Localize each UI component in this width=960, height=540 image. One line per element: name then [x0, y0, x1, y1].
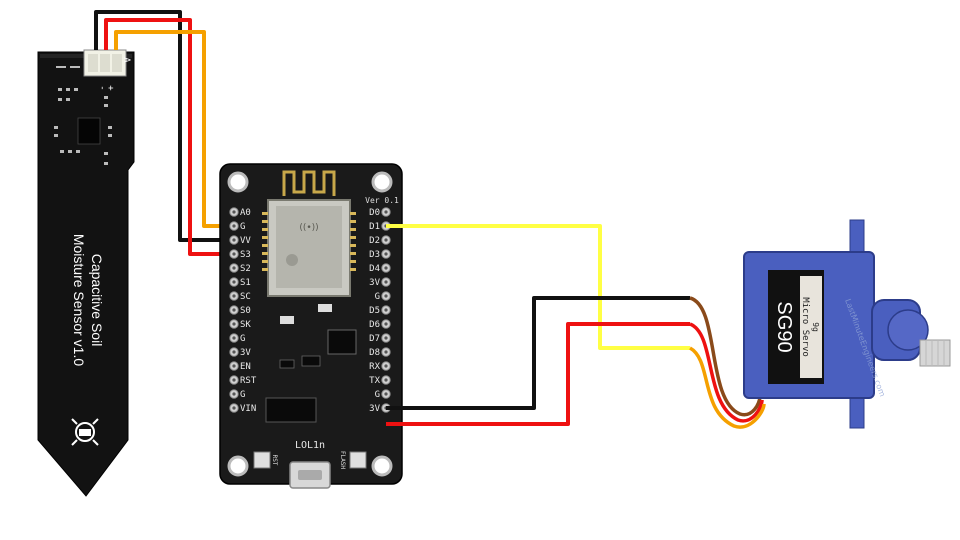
servo-shaft[interactable] [919, 339, 951, 367]
pin-hole [232, 322, 236, 326]
pin-hole [232, 294, 236, 298]
wifi-icon: ((•)) [299, 223, 318, 233]
sensor-title-line2: Moisture Sensor v1.0 [71, 234, 87, 366]
right-pin-label: 3V [369, 278, 380, 288]
servo-lead-red [689, 322, 764, 423]
pin-hole [384, 378, 388, 382]
sensor-connector [83, 49, 127, 77]
pin-hole [232, 392, 236, 396]
pin-hole [232, 406, 236, 410]
left-pin-label: G [240, 334, 245, 344]
pin-hole [232, 266, 236, 270]
servo-motor: Micro Servo 9g SG90 LastMinuteEngineers.… [743, 219, 951, 429]
left-pin-label: S3 [240, 250, 251, 260]
sensor-wires [94, 10, 234, 256]
right-pin-label: D4 [369, 264, 380, 274]
right-pin-label: D2 [369, 236, 380, 246]
sensor-title-line1: Capacitive Soil [89, 254, 105, 347]
voltage-regulator [327, 329, 357, 355]
connector-label-aout: A [121, 57, 131, 63]
right-pin-label: D0 [369, 208, 380, 218]
pin-hole [384, 322, 388, 326]
right-pin-label: D6 [369, 320, 380, 330]
pin-hole [384, 392, 388, 396]
right-pin-label: TX [369, 376, 380, 386]
pin-hole [232, 336, 236, 340]
wire-servo-vcc [386, 322, 690, 426]
sensor-logo [71, 418, 99, 446]
mount-hole [371, 171, 393, 193]
board-version: Ver 0.1 [365, 196, 399, 205]
wire-servo-gnd [386, 296, 690, 410]
pin-hole [232, 378, 236, 382]
pin-hole [384, 252, 388, 256]
left-pin-label: RST [240, 376, 257, 386]
wire-sensor-vcc [104, 18, 234, 256]
right-pin-label: D3 [369, 250, 380, 260]
servo-title-line1: Micro Servo [800, 297, 810, 357]
pin-hole [232, 238, 236, 242]
board-name: LOL1n [295, 440, 325, 451]
mount-hole [371, 455, 393, 477]
right-pin-label: G [375, 390, 380, 400]
pin-hole [384, 210, 388, 214]
left-pin-label: G [240, 390, 245, 400]
pin-hole [232, 364, 236, 368]
servo-title-line2: 9g [811, 322, 820, 332]
servo-wires [386, 224, 766, 429]
left-pin-label: SC [240, 292, 251, 302]
right-pin-label: G [375, 292, 380, 302]
left-pin-label: VIN [240, 404, 256, 414]
mount-hole [227, 171, 249, 193]
pin-hole [384, 238, 388, 242]
pin-hole [384, 364, 388, 368]
servo-lead-orange [688, 346, 766, 429]
pin-hole [384, 336, 388, 340]
flash-button-label: FLASH [339, 451, 346, 469]
servo-model: SG90 [773, 301, 795, 352]
left-pin-label: S0 [240, 306, 251, 316]
left-pin-label: G [240, 222, 245, 232]
pcb-antenna [282, 170, 336, 196]
soil-moisture-sensor: Capacitive Soil Moisture Sensor v1.0 - +… [37, 49, 135, 497]
connector-label-vcc: + [105, 85, 115, 91]
right-pin-label: D5 [369, 306, 380, 316]
right-pin-label: D1 [369, 222, 380, 232]
left-pin-label: S1 [240, 278, 251, 288]
left-pin-label: A0 [240, 208, 251, 218]
pin-hole [232, 210, 236, 214]
left-pin-label: VV [240, 236, 251, 246]
left-pin-label: 3V [240, 348, 251, 358]
sensor-chip [77, 117, 101, 145]
right-pin-label: D8 [369, 348, 380, 358]
left-pin-label: EN [240, 362, 251, 372]
left-pin-label: SK [240, 320, 251, 330]
left-pin-label: S2 [240, 264, 251, 274]
nodemcu-board: ((•)) RST FLASH LOL1n Ver 0.1 A0G VV S3S2S… [219, 163, 403, 489]
right-pin-label: RX [369, 362, 380, 372]
pin-hole [384, 280, 388, 284]
wire-sensor-signal [114, 30, 234, 228]
pin-hole [384, 294, 388, 298]
usb-serial-chip [265, 397, 317, 423]
servo-lead-brown [689, 296, 762, 417]
pin-hole [384, 350, 388, 354]
connector-label-gnd: - [97, 85, 107, 90]
wire-sensor-gnd [94, 10, 234, 242]
rst-button-label: RST [271, 455, 278, 466]
pin-hole [232, 252, 236, 256]
rst-button[interactable] [253, 451, 271, 469]
right-pin-label: 3V [369, 404, 380, 414]
pin-hole [384, 266, 388, 270]
pin-hole [232, 224, 236, 228]
pin-hole [232, 280, 236, 284]
pin-hole [232, 350, 236, 354]
right-pin-label: D7 [369, 334, 380, 344]
wire-servo-signal [386, 224, 690, 350]
pin-hole [384, 308, 388, 312]
flash-button[interactable] [349, 451, 367, 469]
mount-hole [227, 455, 249, 477]
pin-hole [232, 308, 236, 312]
